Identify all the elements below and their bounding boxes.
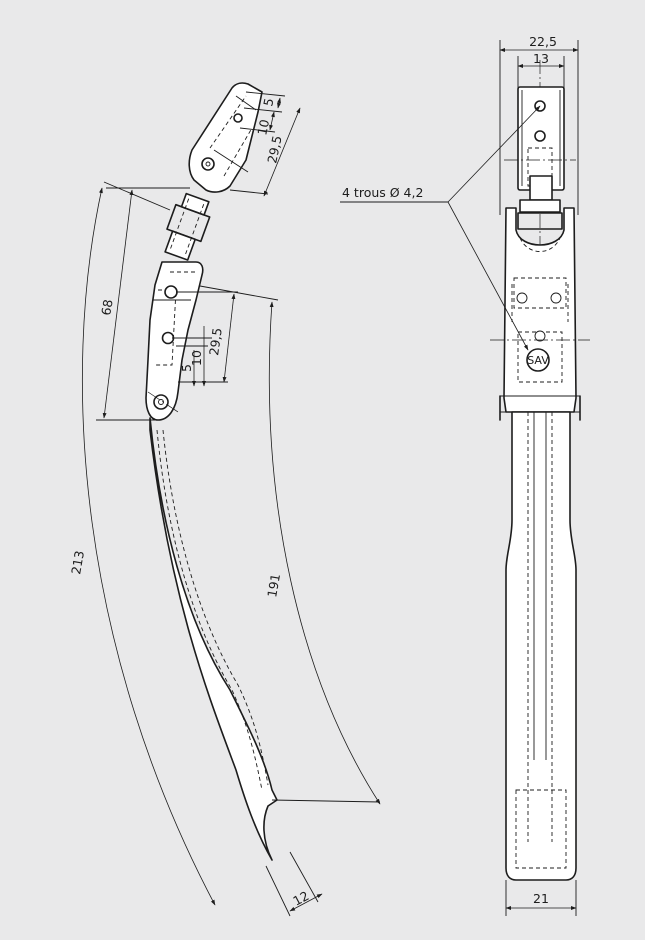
dim-pivot-height: 68	[98, 298, 116, 316]
front-housing	[503, 207, 577, 413]
maker-mark: SAV	[527, 354, 549, 367]
dim-clip-width: 13	[533, 51, 549, 66]
front-view: SAV 22,5 13 21 4 trous Ø 4,2	[340, 34, 590, 916]
side-top-dim-10: 10	[254, 118, 272, 137]
dim-foot-width: 21	[533, 891, 549, 906]
front-nut	[519, 199, 561, 213]
side-view: 5 10 29,5 68 213 191 29,5 10 5 12	[68, 82, 381, 917]
dim-hole-offset: 10	[189, 350, 204, 366]
dim-top-width: 22,5	[529, 34, 557, 49]
dim-blade-width: 12	[290, 888, 311, 909]
side-hole-upper	[164, 285, 178, 299]
hole-callout: 4 trous Ø 4,2	[342, 185, 423, 200]
side-top-dim-5: 5	[260, 97, 276, 108]
dim-edge-offset: 5	[179, 364, 194, 372]
dim-blade-length: 191	[264, 572, 283, 598]
front-leg	[505, 411, 577, 881]
dim-hole-spacing: 29,5	[206, 327, 225, 357]
front-knurl	[517, 212, 563, 230]
side-top-dim-29-5: 29,5	[264, 134, 284, 164]
side-clip	[188, 82, 263, 193]
side-blade	[149, 417, 278, 861]
dim-overall-length: 213	[68, 549, 87, 575]
side-hole-middle	[161, 331, 175, 345]
maker-mark-circle	[526, 348, 550, 372]
